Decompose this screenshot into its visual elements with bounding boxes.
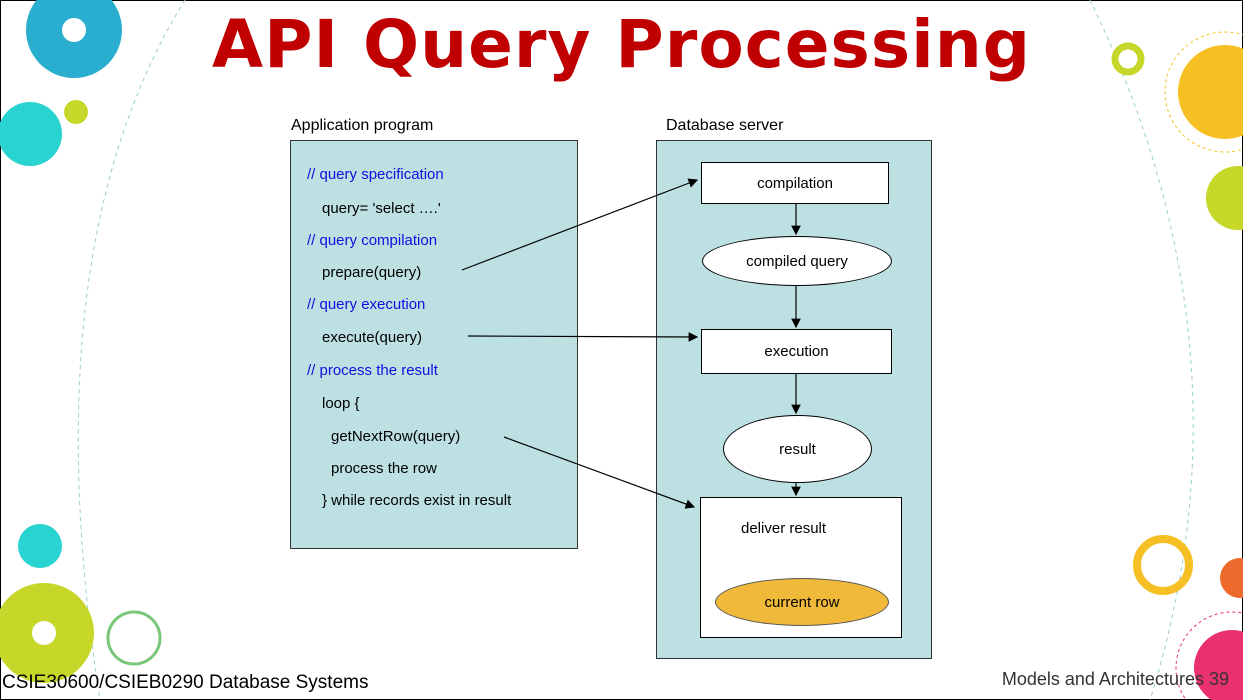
slide-title: API Query Processing [212,6,1031,83]
code-prepare: prepare(query) [322,264,422,281]
database-server-label: Database server [666,117,784,134]
code-loop-close: } while records exist in result [322,492,512,509]
comment-process-result: // process the result [307,362,438,379]
current-row-node: current row [715,578,889,626]
result-node: result [723,415,872,483]
section-page-footer: Models and Architectures 39 [1001,669,1229,689]
comment-query-compilation: // query compilation [307,232,438,249]
compiled-query-node: compiled query [702,236,892,286]
deliver-result-node: deliver result current row [700,497,902,638]
code-execute: execute(query) [322,329,423,346]
compilation-node: compilation [701,162,889,204]
code-process-row: process the row [331,460,437,477]
code-query-assign: query= 'select ….' [322,200,441,217]
deliver-result-label: deliver result [741,520,827,537]
comment-query-specification: // query specification [307,166,444,183]
course-footer: CSIE30600/CSIEB0290 Database Systems [2,672,369,693]
application-program-box [290,140,578,549]
code-loop-open: loop { [322,395,360,412]
application-program-label: Application program [291,117,434,134]
comment-query-execution: // query execution [307,296,426,313]
code-get-next-row: getNextRow(query) [331,428,461,445]
